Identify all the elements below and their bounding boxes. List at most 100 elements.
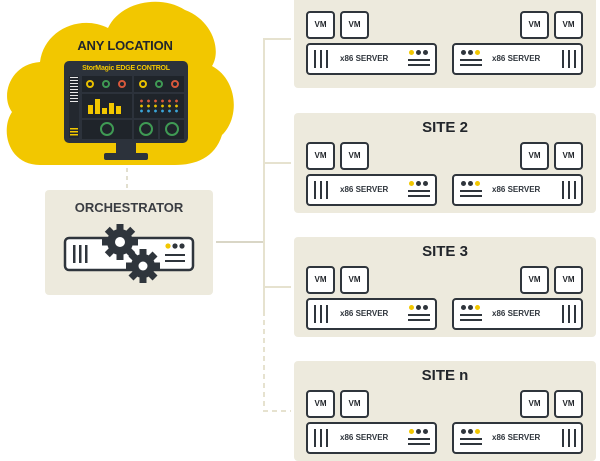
vm-box: VM xyxy=(554,266,583,294)
x86-server: x86 SERVER xyxy=(306,43,437,75)
vm-box: VM xyxy=(554,390,583,418)
server-label: x86 SERVER xyxy=(492,185,541,194)
trunk-connector xyxy=(263,38,265,311)
site-n-connector xyxy=(263,410,291,412)
server-label: x86 SERVER xyxy=(340,185,389,194)
server-status-lights xyxy=(460,50,482,56)
server-bars-icon xyxy=(562,50,576,68)
server-bars-icon xyxy=(562,429,576,447)
menu-icon xyxy=(70,128,78,136)
ring-icon xyxy=(86,80,94,88)
x86-server: x86 SERVER xyxy=(306,174,437,206)
x86-server: x86 SERVER xyxy=(306,298,437,330)
vm-box: VM xyxy=(306,142,335,170)
gear-icon xyxy=(102,224,138,260)
monitor-title: StorMagic EDGE CONTROL xyxy=(82,65,170,72)
ring-icon xyxy=(118,80,126,88)
monitor-icon: StorMagic EDGE CONTROL xyxy=(64,61,188,143)
monitor-base xyxy=(104,153,148,160)
server-status-lights xyxy=(408,429,430,435)
server-bars-icon xyxy=(562,305,576,323)
server-status-lights xyxy=(460,181,482,187)
status-bars-icon xyxy=(70,77,78,103)
server-status-lights xyxy=(460,305,482,311)
vm-box: VM xyxy=(306,390,335,418)
monitor-stand xyxy=(116,143,136,155)
server-status-lights xyxy=(408,181,430,187)
x86-server: x86 SERVER xyxy=(452,422,583,454)
x86-server: x86 SERVER xyxy=(306,422,437,454)
bar-chart-bar xyxy=(102,108,107,114)
vm-box: VM xyxy=(340,390,369,418)
site-title: SITE n xyxy=(421,367,469,384)
server-slots-icon xyxy=(460,190,482,198)
server-bars-icon xyxy=(314,50,328,68)
ring-icon xyxy=(100,122,114,136)
bar-chart-bar xyxy=(109,103,114,114)
vm-box: VM xyxy=(520,11,549,39)
server-label: x86 SERVER xyxy=(492,433,541,442)
server-slots-icon xyxy=(408,59,430,67)
ring-icon xyxy=(171,80,179,88)
vm-box: VM xyxy=(306,266,335,294)
ring-icon xyxy=(139,80,147,88)
site-box: SITE 1VMVMVMVM x86 SERVER x86 SERVER xyxy=(294,0,596,88)
orchestrator-title: ORCHESTRATOR xyxy=(74,200,184,215)
x86-server: x86 SERVER xyxy=(452,298,583,330)
ring-icon xyxy=(155,80,163,88)
server-slots-icon xyxy=(408,314,430,322)
bar-chart-bar xyxy=(88,105,93,114)
site-1-connector xyxy=(263,38,291,40)
site-title: SITE 2 xyxy=(422,119,468,136)
vm-box: VM xyxy=(520,266,549,294)
server-slots-icon xyxy=(408,438,430,446)
vm-box: VM xyxy=(520,390,549,418)
site-title: SITE 3 xyxy=(422,243,468,260)
x86-server: x86 SERVER xyxy=(452,174,583,206)
dot-matrix xyxy=(138,98,180,114)
server-slots-icon xyxy=(460,438,482,446)
vm-box: VM xyxy=(554,142,583,170)
site-3-connector xyxy=(263,286,291,288)
vm-box: VM xyxy=(340,142,369,170)
vm-box: VM xyxy=(340,266,369,294)
server-bars-icon xyxy=(314,429,328,447)
cloud-orchestrator-connector xyxy=(126,168,128,188)
bar-chart-bar xyxy=(116,106,121,114)
server-bars-icon xyxy=(562,181,576,199)
orchestrator-connector xyxy=(216,241,264,243)
server-label: x86 SERVER xyxy=(340,309,389,318)
bar-chart-bar xyxy=(95,99,100,114)
server-label: x86 SERVER xyxy=(340,54,389,63)
vm-box: VM xyxy=(306,11,335,39)
server-bars-icon xyxy=(314,181,328,199)
ring-icon xyxy=(102,80,110,88)
server-bars-icon xyxy=(314,305,328,323)
ring-icon xyxy=(139,122,153,136)
ring-icon xyxy=(165,122,179,136)
trunk-connector-dashed xyxy=(263,311,265,411)
vm-box: VM xyxy=(554,11,583,39)
server-slots-icon xyxy=(460,314,482,322)
server-label: x86 SERVER xyxy=(340,433,389,442)
server-status-lights xyxy=(408,305,430,311)
orchestrator-box: ORCHESTRATOR xyxy=(45,190,213,295)
server-slots-icon xyxy=(460,59,482,67)
server-label: x86 SERVER xyxy=(492,309,541,318)
server-status-lights xyxy=(460,429,482,435)
server-label: x86 SERVER xyxy=(492,54,541,63)
monitor-sidebar xyxy=(69,76,79,138)
site-2-connector xyxy=(263,162,291,164)
x86-server: x86 SERVER xyxy=(452,43,583,75)
cloud-title: ANY LOCATION xyxy=(77,38,173,53)
server-status-lights xyxy=(408,50,430,56)
vm-box: VM xyxy=(520,142,549,170)
site-title: SITE 1 xyxy=(294,0,596,1)
orchestrator-server-gears-icon xyxy=(63,224,195,283)
vm-box: VM xyxy=(340,11,369,39)
server-slots-icon xyxy=(408,190,430,198)
gear-icon xyxy=(126,249,160,283)
